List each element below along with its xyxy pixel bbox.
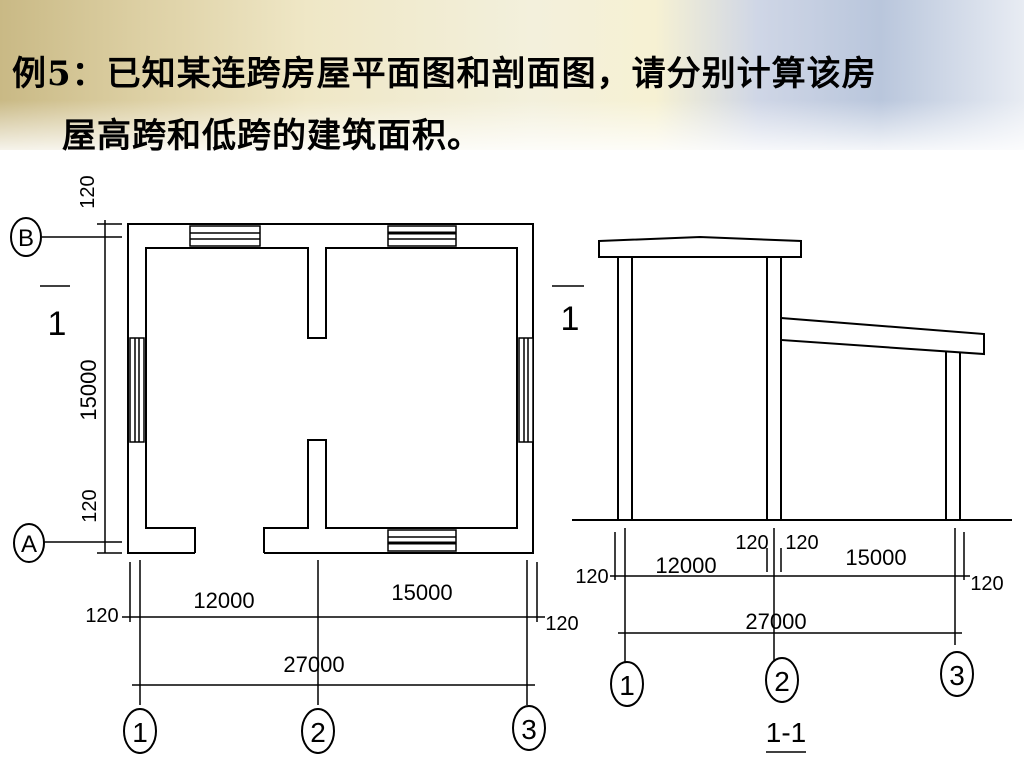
plan-dim-mid: 15000 [76,359,101,420]
plan-axis-1: 1 [123,708,157,754]
section-axis-1: 1 [610,661,644,707]
plan-axis-2-label: 2 [310,717,326,748]
plan-dim-bottom: 120 [79,489,101,522]
section-dim-right-wall: 120 [970,573,1003,595]
section-section-mark: 1 [561,300,580,338]
plan-axis-3-label: 3 [521,714,537,745]
section-axis-2: 2 [765,657,799,703]
plan-outer-wall [127,223,534,554]
section-axis-1-label: 1 [619,670,635,701]
section-dim-span1: 12000 [655,553,716,578]
plan-dim-span1: 12000 [193,588,254,613]
plan-section-mark: 1 [48,305,67,343]
plan-axis-3: 3 [512,705,546,751]
plan-axis-1-label: 1 [132,717,148,748]
plan-dim-right-wall: 120 [545,613,578,635]
section-view [552,235,1012,521]
plan-inner-wall [145,247,518,553]
section-axis-3-label: 3 [949,660,965,691]
section-dim-span2: 15000 [845,545,906,570]
section-high-roof [598,235,802,258]
section-dim-mid-left: 120 [735,532,768,554]
section-low-roof [780,316,985,356]
section-dim-total: 27000 [745,609,806,634]
section-dim-left-wall: 120 [575,566,608,588]
slide-title-line-2: 屋高跨和低跨的建筑面积。 [62,116,482,156]
section-dimensions [610,528,970,672]
section-dim-mid-right: 120 [785,532,818,554]
plan-dim-left-wall: 120 [85,605,118,627]
section-column-3 [945,350,961,521]
plan-vertical-dimensions [40,220,122,554]
floor-plan [127,223,534,554]
section-column-2 [766,256,782,521]
plan-horizontal-dimensions [122,560,545,705]
plan-dim-span2: 15000 [391,580,452,605]
section-label: 1-1 [766,717,806,748]
plan-axis-a: A [13,523,45,563]
axis-b-label: B [18,225,34,252]
plan-axis-b: B [10,217,42,257]
plan-dim-top: 120 [77,175,99,208]
banner-white [0,150,1024,170]
plan-axis-2: 2 [301,708,335,754]
section-column-1 [617,256,633,521]
axis-a-label: A [21,531,37,558]
section-axis-2-label: 2 [774,666,790,697]
plan-windows [129,225,534,552]
section-axis-3: 3 [940,651,974,697]
plan-dim-total: 27000 [283,652,344,677]
slide-title-line-1: 例5：已知某连跨房屋平面图和剖面图，请分别计算该房 [12,54,877,94]
